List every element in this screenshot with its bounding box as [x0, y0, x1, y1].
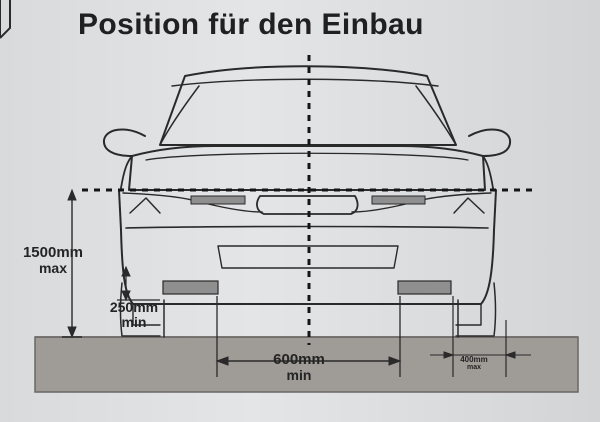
right-a-pillar [415, 85, 457, 146]
height-max-dimension [62, 188, 82, 339]
bumper-line [125, 225, 489, 229]
ground-surface [34, 336, 579, 393]
right-fender [482, 155, 494, 189]
front-grille [256, 195, 359, 215]
left-a-pillar [159, 85, 200, 146]
right-wheel-edge [455, 282, 497, 337]
height-min-suffix: min [121, 314, 147, 330]
right-headlight-inner [453, 197, 485, 214]
spacing-min-suffix: min [286, 367, 312, 383]
hood-crease [145, 152, 469, 161]
lower-air-intake [217, 245, 399, 269]
spacing-min-dimension [215, 296, 402, 377]
spacing-min-value: 600mm [273, 351, 325, 368]
right-headlight-fill [371, 195, 426, 205]
edge-max-suffix: max [466, 364, 481, 371]
car-front-view [102, 65, 512, 338]
height-min-value: 250mm [109, 299, 159, 315]
front-bumper [118, 189, 497, 305]
page-title: Position für den Einbau [78, 8, 424, 41]
height-max-label: 1500mm max [17, 245, 89, 275]
edge-max-label: 400mm max [444, 355, 504, 372]
height-max-suffix: max [38, 260, 68, 276]
height-max-value: 1500mm [22, 244, 84, 261]
corner-mark [0, 0, 11, 39]
right-sill-line [455, 303, 482, 326]
right-sensor [397, 280, 452, 295]
left-wheel-edge [119, 282, 161, 337]
roof-inner-line [171, 78, 439, 87]
left-sensor [162, 280, 219, 295]
right-mirror [468, 128, 512, 157]
left-headlight-inner [129, 197, 161, 214]
height-min-dimension [117, 265, 160, 302]
edge-max-dimension [430, 296, 531, 377]
left-headlight-fill [190, 195, 246, 205]
left-sill-line [132, 303, 161, 326]
left-fender [120, 155, 133, 189]
height-min-label: 250mm min [98, 300, 170, 329]
roof-and-windshield [159, 65, 457, 146]
hood [128, 145, 486, 191]
spacing-min-label: 600mm min [253, 352, 345, 382]
left-mirror [102, 128, 146, 157]
edge-max-value: 400mm [460, 355, 488, 364]
